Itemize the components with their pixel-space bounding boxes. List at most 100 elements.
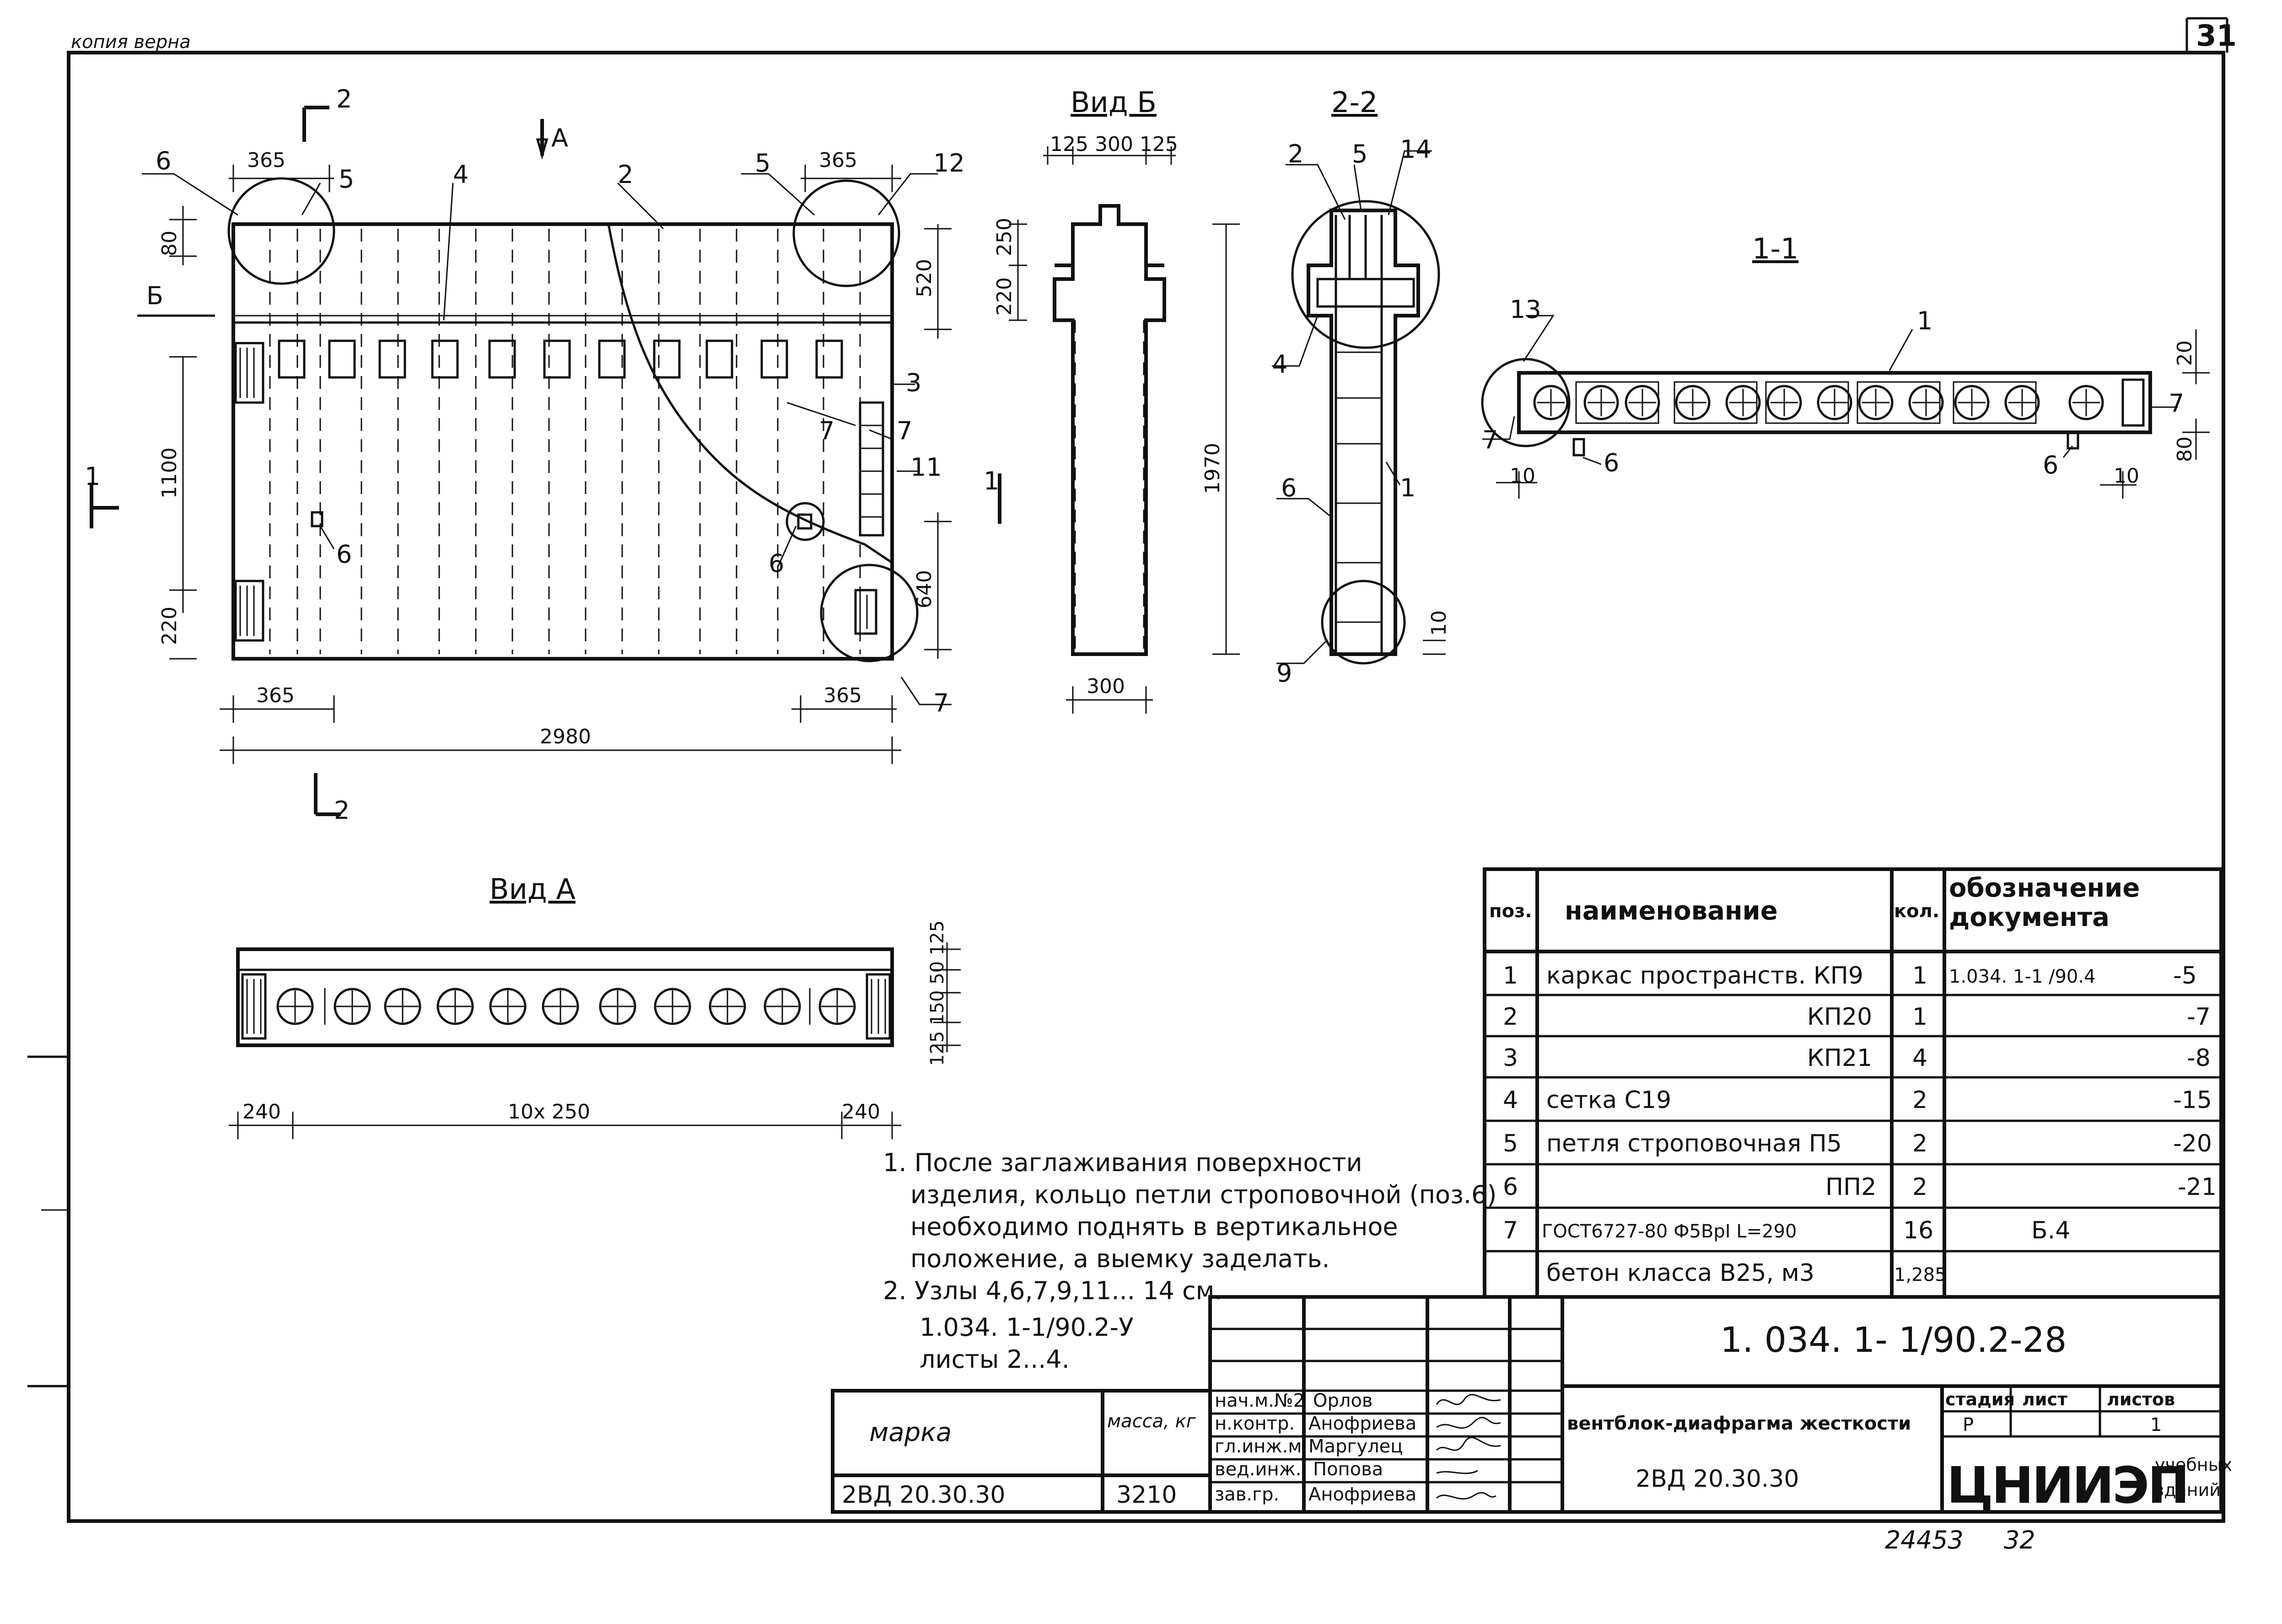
sheet-corner-number: 31 bbox=[2196, 19, 2237, 53]
spec-r5-pos: 5 bbox=[1503, 1130, 1518, 1157]
s22-callout-4: 4 bbox=[1272, 350, 1287, 379]
view-a-dim-middle: 10x 250 bbox=[508, 1100, 590, 1124]
sig-role-3: гл.инж.м. bbox=[1215, 1436, 1308, 1457]
view-a-dim-240-right: 240 bbox=[842, 1100, 880, 1124]
callout-7-a: 7 bbox=[819, 416, 834, 445]
s11-callout-7-left: 7 bbox=[1482, 425, 1498, 454]
doc-code: 1. 034. 1- 1/90.2-28 bbox=[1720, 1319, 2067, 1360]
s11-dim-10-right: 10 bbox=[2114, 464, 2139, 488]
spec-r1-doc: 1.034. 1-1 /90.4 bbox=[1949, 966, 2096, 987]
mark-table: марка масса, кг 2ВД 20.30.30 3210 bbox=[831, 1389, 1212, 1514]
sig-name-1: Орлов bbox=[1313, 1390, 1373, 1411]
spec-r4-suffix: -15 bbox=[2173, 1086, 2212, 1114]
note-line-1: 1. После заглаживания поверхности bbox=[883, 1148, 1362, 1177]
mass-header: масса, кг bbox=[1107, 1411, 1196, 1432]
spec-header-pos: поз. bbox=[1489, 901, 1532, 922]
note-line-3: необходимо поднять в вертикальное bbox=[910, 1212, 1398, 1241]
detail-circle-bottom-right bbox=[820, 564, 919, 662]
view-a-dim-stack: 125 150 50 125 bbox=[927, 920, 948, 1066]
sig-name-5: Анофриева bbox=[1308, 1484, 1416, 1505]
spec-table: поз. наименование кол. обозначение докум… bbox=[1483, 867, 2223, 1299]
spec-r4-name: сетка С19 bbox=[1546, 1086, 1671, 1114]
view-b-dim-250: 250 bbox=[993, 218, 1016, 256]
view-a-dim-240-left: 240 bbox=[242, 1100, 281, 1124]
spec-r3-qty: 4 bbox=[1912, 1044, 1927, 1072]
section-2-2-detail-bottom bbox=[1321, 580, 1406, 665]
inventory-number: 24453 bbox=[1885, 1526, 1964, 1554]
view-b-dim-top: 125 300 125 bbox=[1050, 133, 1178, 156]
view-b-dim-1970: 1970 bbox=[1201, 443, 1224, 494]
sig-name-2: Анофриева bbox=[1308, 1413, 1416, 1434]
dim-left-220: 220 bbox=[158, 607, 181, 645]
product-name: вентблок-диафрагма жесткости bbox=[1567, 1413, 1911, 1434]
sheet-header: лист bbox=[2022, 1389, 2067, 1409]
signature-block: нач.м.№2 Орлов н.контр. Анофриева гл.инж… bbox=[1208, 1295, 1564, 1514]
sheets-value: 1 bbox=[2150, 1414, 2162, 1436]
callout-5-b: 5 bbox=[755, 149, 770, 177]
s11-dim-20: 20 bbox=[2173, 340, 2196, 366]
s22-callout-1: 1 bbox=[1400, 473, 1415, 502]
stage-value: Р bbox=[1963, 1414, 1974, 1436]
spec-r7-pos: 7 bbox=[1503, 1217, 1518, 1244]
s22-callout-5: 5 bbox=[1352, 140, 1367, 168]
s22-callout-9: 9 bbox=[1276, 659, 1292, 688]
detail-circle-top-left bbox=[227, 177, 335, 285]
spec-r4-pos: 4 bbox=[1503, 1086, 1518, 1114]
section-mark-2-bottom: 2 bbox=[334, 796, 350, 825]
s11-dim-10-left: 10 bbox=[1510, 464, 1535, 488]
product-mark: 2ВД 20.30.30 bbox=[1636, 1465, 1799, 1493]
s11-callout-6-right: 6 bbox=[2043, 451, 2058, 479]
spec-r1-name: каркас пространств. КП9 bbox=[1546, 962, 1863, 989]
callout-3: 3 bbox=[906, 368, 921, 397]
dim-right-640: 640 bbox=[913, 570, 936, 608]
callout-2: 2 bbox=[618, 160, 633, 189]
spec-r2-name: КП20 bbox=[1807, 1003, 1872, 1031]
view-b: Вид Б 125 300 125 250 220 1970 300 bbox=[993, 86, 1240, 714]
callout-11: 11 bbox=[910, 453, 942, 482]
callout-7-c: 7 bbox=[933, 688, 949, 717]
section-1-1: 1-1 13 1 7 7 6 6 20 80 10 10 bbox=[1481, 232, 2210, 499]
spec-r7-qty: 16 bbox=[1903, 1217, 1933, 1244]
spec-r6-qty: 2 bbox=[1912, 1173, 1927, 1201]
spec-r1-pos: 1 bbox=[1503, 962, 1518, 989]
note-line-4: положение, а выемку заделать. bbox=[910, 1244, 1330, 1273]
dim-bottom-right-365: 365 bbox=[823, 684, 862, 707]
spec-r2-qty: 1 bbox=[1912, 1003, 1927, 1031]
callout-5-a: 5 bbox=[339, 165, 354, 194]
org-logo: ЦНИИЭП bbox=[1947, 1456, 2188, 1515]
s11-callout-7-right: 7 bbox=[2169, 389, 2184, 418]
note-line-7: листы 2...4. bbox=[920, 1345, 1070, 1374]
spec-r3-suffix: -8 bbox=[2187, 1044, 2211, 1072]
view-arrow-a: А bbox=[551, 124, 568, 152]
s22-callout-14: 14 bbox=[1400, 135, 1432, 164]
s22-dim-10: 10 bbox=[1427, 610, 1451, 636]
break-line bbox=[607, 224, 893, 564]
sig-role-1: нач.м.№2 bbox=[1215, 1390, 1305, 1411]
sig-role-4: вед.инж. bbox=[1215, 1459, 1301, 1480]
spec-r6-suffix: -21 bbox=[2178, 1173, 2217, 1201]
s11-callout-13: 13 bbox=[1510, 295, 1541, 324]
spec-r6-name: ПП2 bbox=[1825, 1173, 1876, 1201]
dim-top-right-365: 365 bbox=[819, 149, 857, 172]
signature-scribbles bbox=[1436, 1394, 1501, 1500]
s11-callout-6-left: 6 bbox=[1604, 448, 1619, 477]
s22-callout-2: 2 bbox=[1288, 140, 1303, 168]
callout-6-b: 6 bbox=[769, 549, 784, 578]
dim-left-80: 80 bbox=[158, 231, 181, 256]
view-b-dim-220: 220 bbox=[993, 277, 1016, 316]
spec-r8-name: бетон класса В25, м3 bbox=[1546, 1259, 1814, 1287]
spec-r6-pos: 6 bbox=[1503, 1173, 1518, 1201]
dim-left-1100: 1100 bbox=[158, 447, 181, 499]
spec-r5-qty: 2 bbox=[1912, 1130, 1927, 1157]
spec-r2-suffix: -7 bbox=[2187, 1003, 2211, 1031]
note-line-6: 1.034. 1-1/90.2-У bbox=[920, 1313, 1134, 1342]
s11-dim-80: 80 bbox=[2173, 436, 2196, 462]
notes-block: 1. После заглаживания поверхности издели… bbox=[883, 1148, 1496, 1374]
sig-name-4: Попова bbox=[1313, 1459, 1383, 1480]
spec-r5-name: петля строповочная П5 bbox=[1546, 1130, 1842, 1157]
section-1-1-title: 1-1 bbox=[1752, 232, 1798, 265]
spec-header-name: наименование bbox=[1565, 896, 1778, 926]
spec-r3-pos: 3 bbox=[1503, 1044, 1518, 1072]
sig-role-2: н.контр. bbox=[1215, 1413, 1295, 1434]
